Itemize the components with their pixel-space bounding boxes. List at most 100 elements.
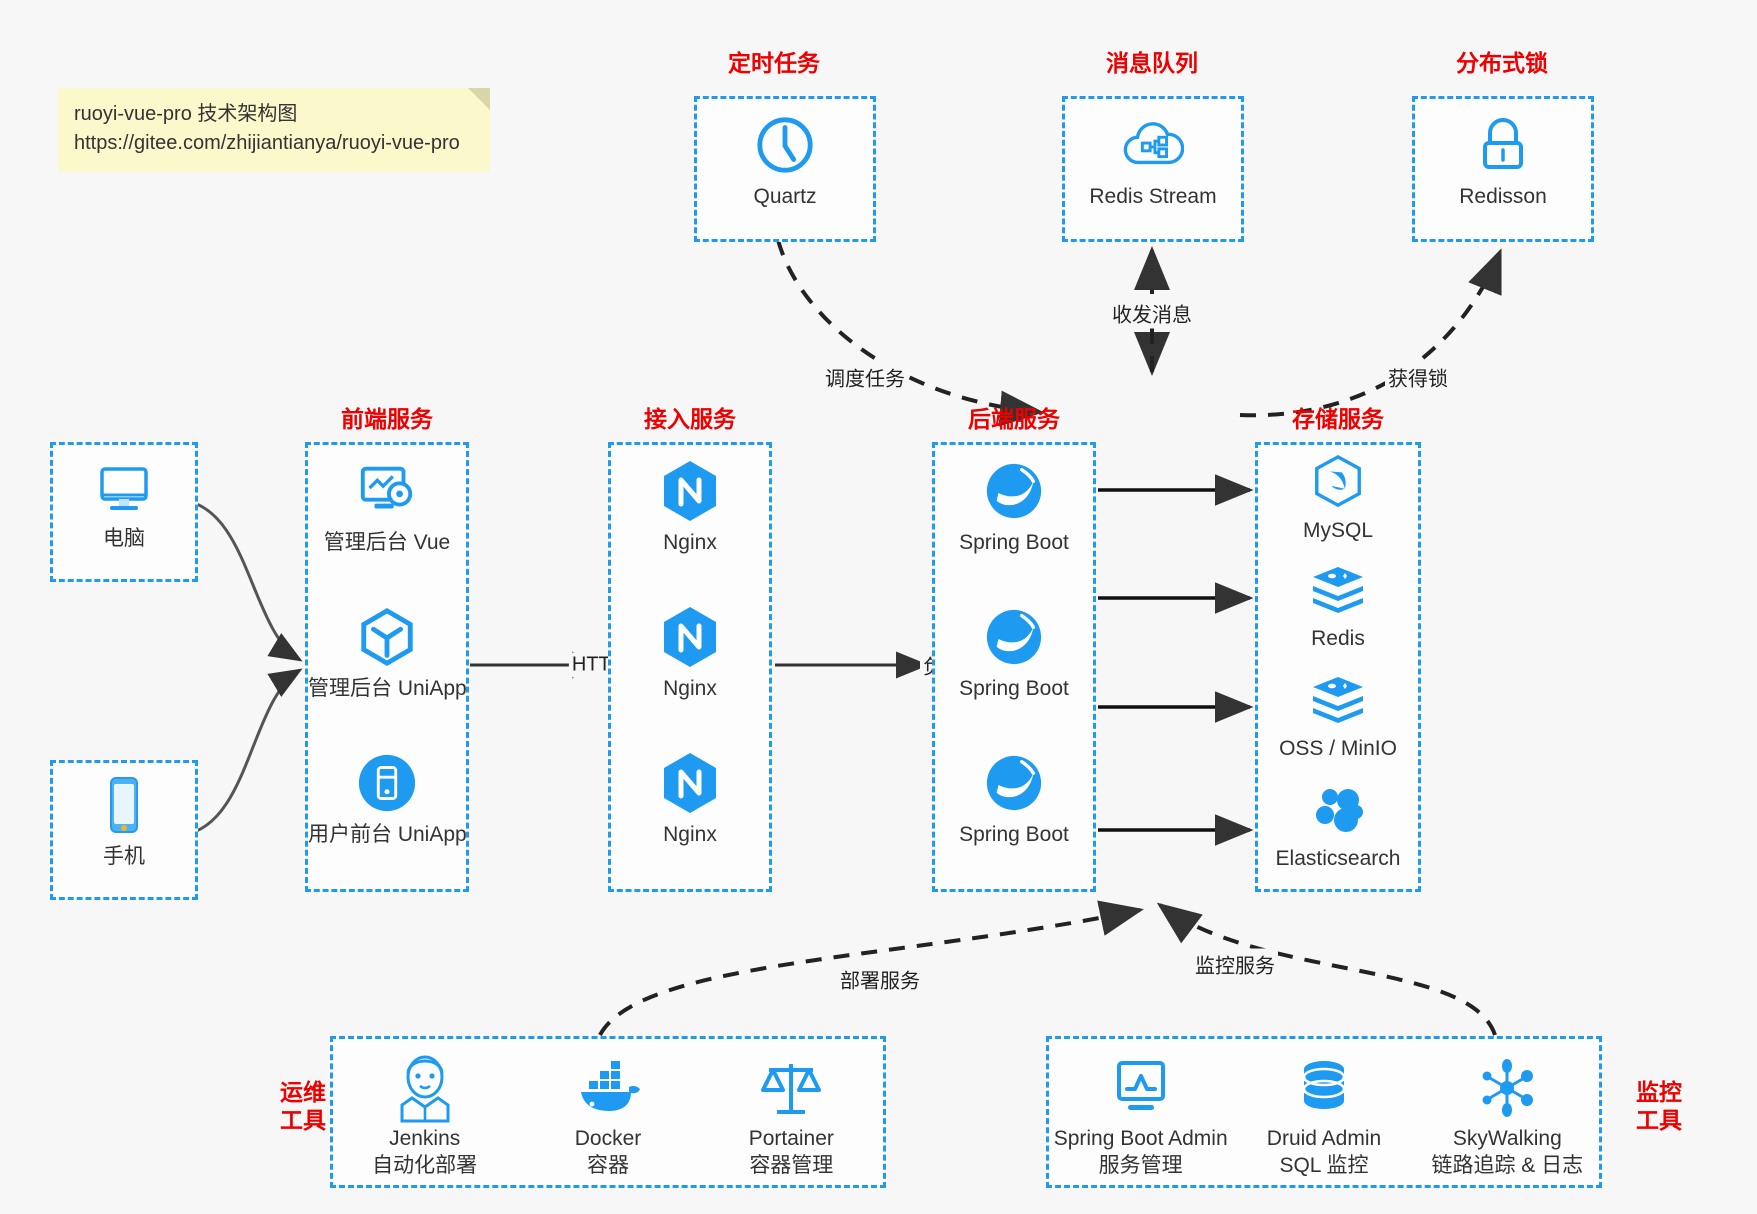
node-label: Nginx — [663, 677, 717, 700]
node-desc: 链路追踪 & 日志 — [1431, 1154, 1584, 1178]
group-title-backend: 后端服务 — [968, 406, 1060, 432]
node-name: Spring Boot Admin — [1053, 1127, 1228, 1150]
node-desc: 服务管理 — [1098, 1154, 1183, 1178]
note-line-1: ruoyi-vue-pro 技术架构图 — [74, 103, 298, 125]
node-label: 管理后台 Vue — [323, 531, 451, 554]
database-icon — [1232, 1051, 1415, 1125]
group-message-queue: Redis Stream — [1062, 96, 1244, 242]
node-druid-admin[interactable]: Druid Admin SQL 监控 — [1232, 1051, 1415, 1180]
node-label: 电脑 — [103, 527, 145, 550]
node-label: 管理后台 UniApp — [308, 677, 467, 700]
node-redisson[interactable]: Redisson — [1415, 113, 1591, 210]
note-fold-corner — [468, 88, 490, 110]
node-label: Elasticsearch — [1275, 847, 1401, 870]
node-name: Portainer — [748, 1127, 834, 1150]
node-spring-boot-1[interactable]: Spring Boot — [935, 459, 1093, 556]
node-quartz[interactable]: Quartz — [697, 113, 873, 210]
group-title-frontend: 前端服务 — [341, 406, 433, 432]
nginx-icon — [611, 459, 769, 523]
node-label: Nginx — [663, 823, 717, 846]
node-desc: SQL 监控 — [1279, 1154, 1369, 1178]
lock-icon — [1415, 113, 1591, 177]
edge-label-deploy-service: 部署服务 — [837, 963, 923, 995]
node-name: Druid Admin — [1266, 1127, 1382, 1150]
node-skywalking[interactable]: SkyWalking 链路追踪 & 日志 — [1416, 1051, 1599, 1180]
group-title-devops-line2: 工具 — [280, 1107, 326, 1134]
node-admin-vue[interactable]: 管理后台 Vue — [308, 459, 466, 556]
group-monitoring: Spring Boot Admin 服务管理 — [1046, 1036, 1602, 1188]
node-label: Redis Stream — [1089, 185, 1217, 208]
group-storage: MySQL Redis — [1255, 442, 1421, 892]
elasticsearch-icon — [1258, 783, 1418, 839]
mobile-phone-icon — [53, 773, 195, 837]
cube-icon — [308, 605, 466, 669]
node-mysql[interactable]: MySQL — [1258, 453, 1418, 544]
admin-dashboard-icon — [308, 459, 466, 523]
note-line-2: https://gitee.com/zhijiantianya/ruoyi-vu… — [74, 132, 460, 154]
node-label: Nginx — [663, 531, 717, 554]
monitor-chart-icon — [1049, 1051, 1232, 1125]
node-label: Spring Boot — [959, 531, 1069, 554]
edge-label-schedule-task: 调度任务 — [822, 361, 908, 393]
node-jenkins[interactable]: Jenkins 自动化部署 — [333, 1051, 516, 1180]
node-name: Docker — [574, 1127, 642, 1150]
node-admin-uniapp[interactable]: 管理后台 UniApp — [308, 605, 467, 702]
group-client-phone: 手机 — [50, 760, 198, 900]
node-elasticsearch[interactable]: Elasticsearch — [1258, 783, 1418, 872]
nginx-icon — [611, 605, 769, 669]
group-title-monitoring: 监控 工具 — [1614, 1078, 1704, 1134]
node-portainer[interactable]: Portainer 容器管理 — [700, 1051, 883, 1180]
group-title-monitoring-line2: 工具 — [1636, 1107, 1682, 1134]
node-name: SkyWalking — [1452, 1127, 1562, 1150]
group-title-devops: 运维 工具 — [258, 1078, 348, 1134]
spring-boot-icon — [935, 751, 1093, 815]
group-backend: Spring Boot Spring Boot Spring Boot — [932, 442, 1096, 892]
desktop-monitor-icon — [53, 459, 195, 519]
node-redis-stream[interactable]: Redis Stream — [1065, 113, 1241, 210]
group-frontend: 管理后台 Vue 管理后台 UniApp 用户前台 UniApp — [305, 442, 469, 892]
group-title-storage: 存储服务 — [1292, 406, 1384, 432]
group-title-scheduled-task: 定时任务 — [728, 50, 820, 76]
scales-icon — [700, 1051, 883, 1125]
node-spring-boot-3[interactable]: Spring Boot — [935, 751, 1093, 848]
node-redis[interactable]: Redis — [1258, 563, 1418, 652]
spring-boot-icon — [935, 459, 1093, 523]
docker-icon — [516, 1051, 699, 1125]
node-desc: 容器 — [586, 1154, 629, 1178]
node-computer[interactable]: 电脑 — [53, 459, 195, 552]
edge-label-monitor-service: 监控服务 — [1192, 948, 1278, 980]
node-label: OSS / MinIO — [1279, 737, 1397, 760]
group-title-monitoring-line1: 监控 — [1636, 1079, 1682, 1105]
jenkins-icon — [333, 1051, 516, 1125]
note-sticky: ruoyi-vue-pro 技术架构图 https://gitee.com/zh… — [58, 88, 490, 172]
node-label: MySQL — [1302, 519, 1373, 542]
group-title-distributed-lock: 分布式锁 — [1456, 50, 1548, 76]
node-docker[interactable]: Docker 容器 — [516, 1051, 699, 1180]
node-nginx-1[interactable]: Nginx — [611, 459, 769, 556]
node-oss-minio[interactable]: OSS / MinIO — [1258, 673, 1418, 762]
mysql-icon — [1258, 453, 1418, 511]
node-label: Spring Boot — [959, 823, 1069, 846]
node-label: Redis — [1311, 627, 1365, 650]
node-spring-boot-2[interactable]: Spring Boot — [935, 605, 1093, 702]
cloud-stream-icon — [1065, 113, 1241, 177]
edge-label-send-receive-message: 收发消息 — [1109, 297, 1195, 329]
group-devops: Jenkins 自动化部署 Docker — [330, 1036, 886, 1188]
node-spring-boot-admin[interactable]: Spring Boot Admin 服务管理 — [1049, 1051, 1232, 1180]
node-label: Spring Boot — [959, 677, 1069, 700]
node-phone[interactable]: 手机 — [53, 773, 195, 870]
node-label: 手机 — [103, 845, 145, 868]
node-desc: 容器管理 — [749, 1154, 834, 1178]
node-label: 用户前台 UniApp — [308, 823, 467, 846]
node-nginx-2[interactable]: Nginx — [611, 605, 769, 702]
node-nginx-3[interactable]: Nginx — [611, 751, 769, 848]
node-user-uniapp[interactable]: 用户前台 UniApp — [308, 751, 467, 848]
clock-icon — [697, 113, 873, 177]
node-desc: 自动化部署 — [372, 1154, 478, 1178]
group-client-computer: 电脑 — [50, 442, 198, 582]
group-scheduled-task: Quartz — [694, 96, 876, 242]
group-gateway: Nginx Nginx Nginx — [608, 442, 772, 892]
group-title-message-queue: 消息队列 — [1106, 50, 1198, 76]
redis-icon — [1258, 563, 1418, 619]
